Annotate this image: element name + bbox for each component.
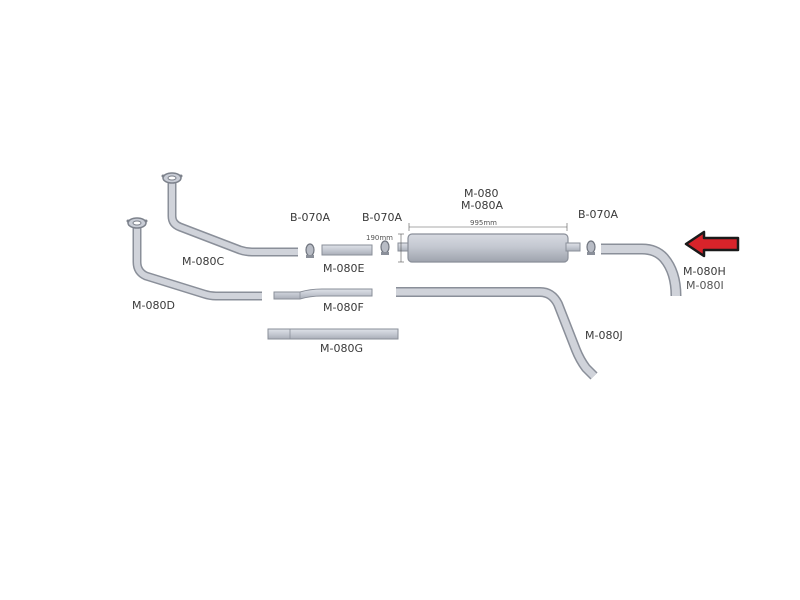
part-m080c: [161, 172, 298, 257]
dimension-length: 995mm: [470, 219, 497, 227]
part-m080j: [396, 287, 598, 380]
label-m080h: M-080H: [683, 265, 726, 278]
label-m080a: M-080A: [461, 199, 503, 212]
label-b070a-3: B-070A: [578, 208, 619, 221]
label-b070a-2: B-070A: [362, 211, 403, 224]
label-m080g: M-080G: [320, 342, 363, 355]
label-m080c: M-080C: [182, 255, 224, 268]
part-m080d: [126, 217, 262, 301]
label-m080j: M-080J: [585, 329, 623, 342]
part-m080-muffler: [397, 223, 581, 263]
dimension-diameter: 190mm: [366, 234, 393, 242]
label-m080f: M-080F: [323, 301, 364, 314]
label-m080i: M-080I: [686, 279, 724, 292]
part-m080e: [321, 244, 373, 256]
part-m080g: [267, 328, 399, 340]
label-m080d: M-080D: [132, 299, 175, 312]
label-m080: M-080: [464, 187, 498, 200]
label-b070a-1: B-070A: [290, 211, 331, 224]
part-m080h: [601, 243, 682, 297]
label-m080e: M-080E: [323, 262, 364, 275]
part-m080f: [273, 288, 373, 300]
clamp-b070a-1: [305, 243, 315, 258]
left-arrow-icon: [684, 230, 740, 258]
clamp-b070a-3: [586, 240, 596, 255]
clamp-b070a-2: [380, 240, 390, 255]
